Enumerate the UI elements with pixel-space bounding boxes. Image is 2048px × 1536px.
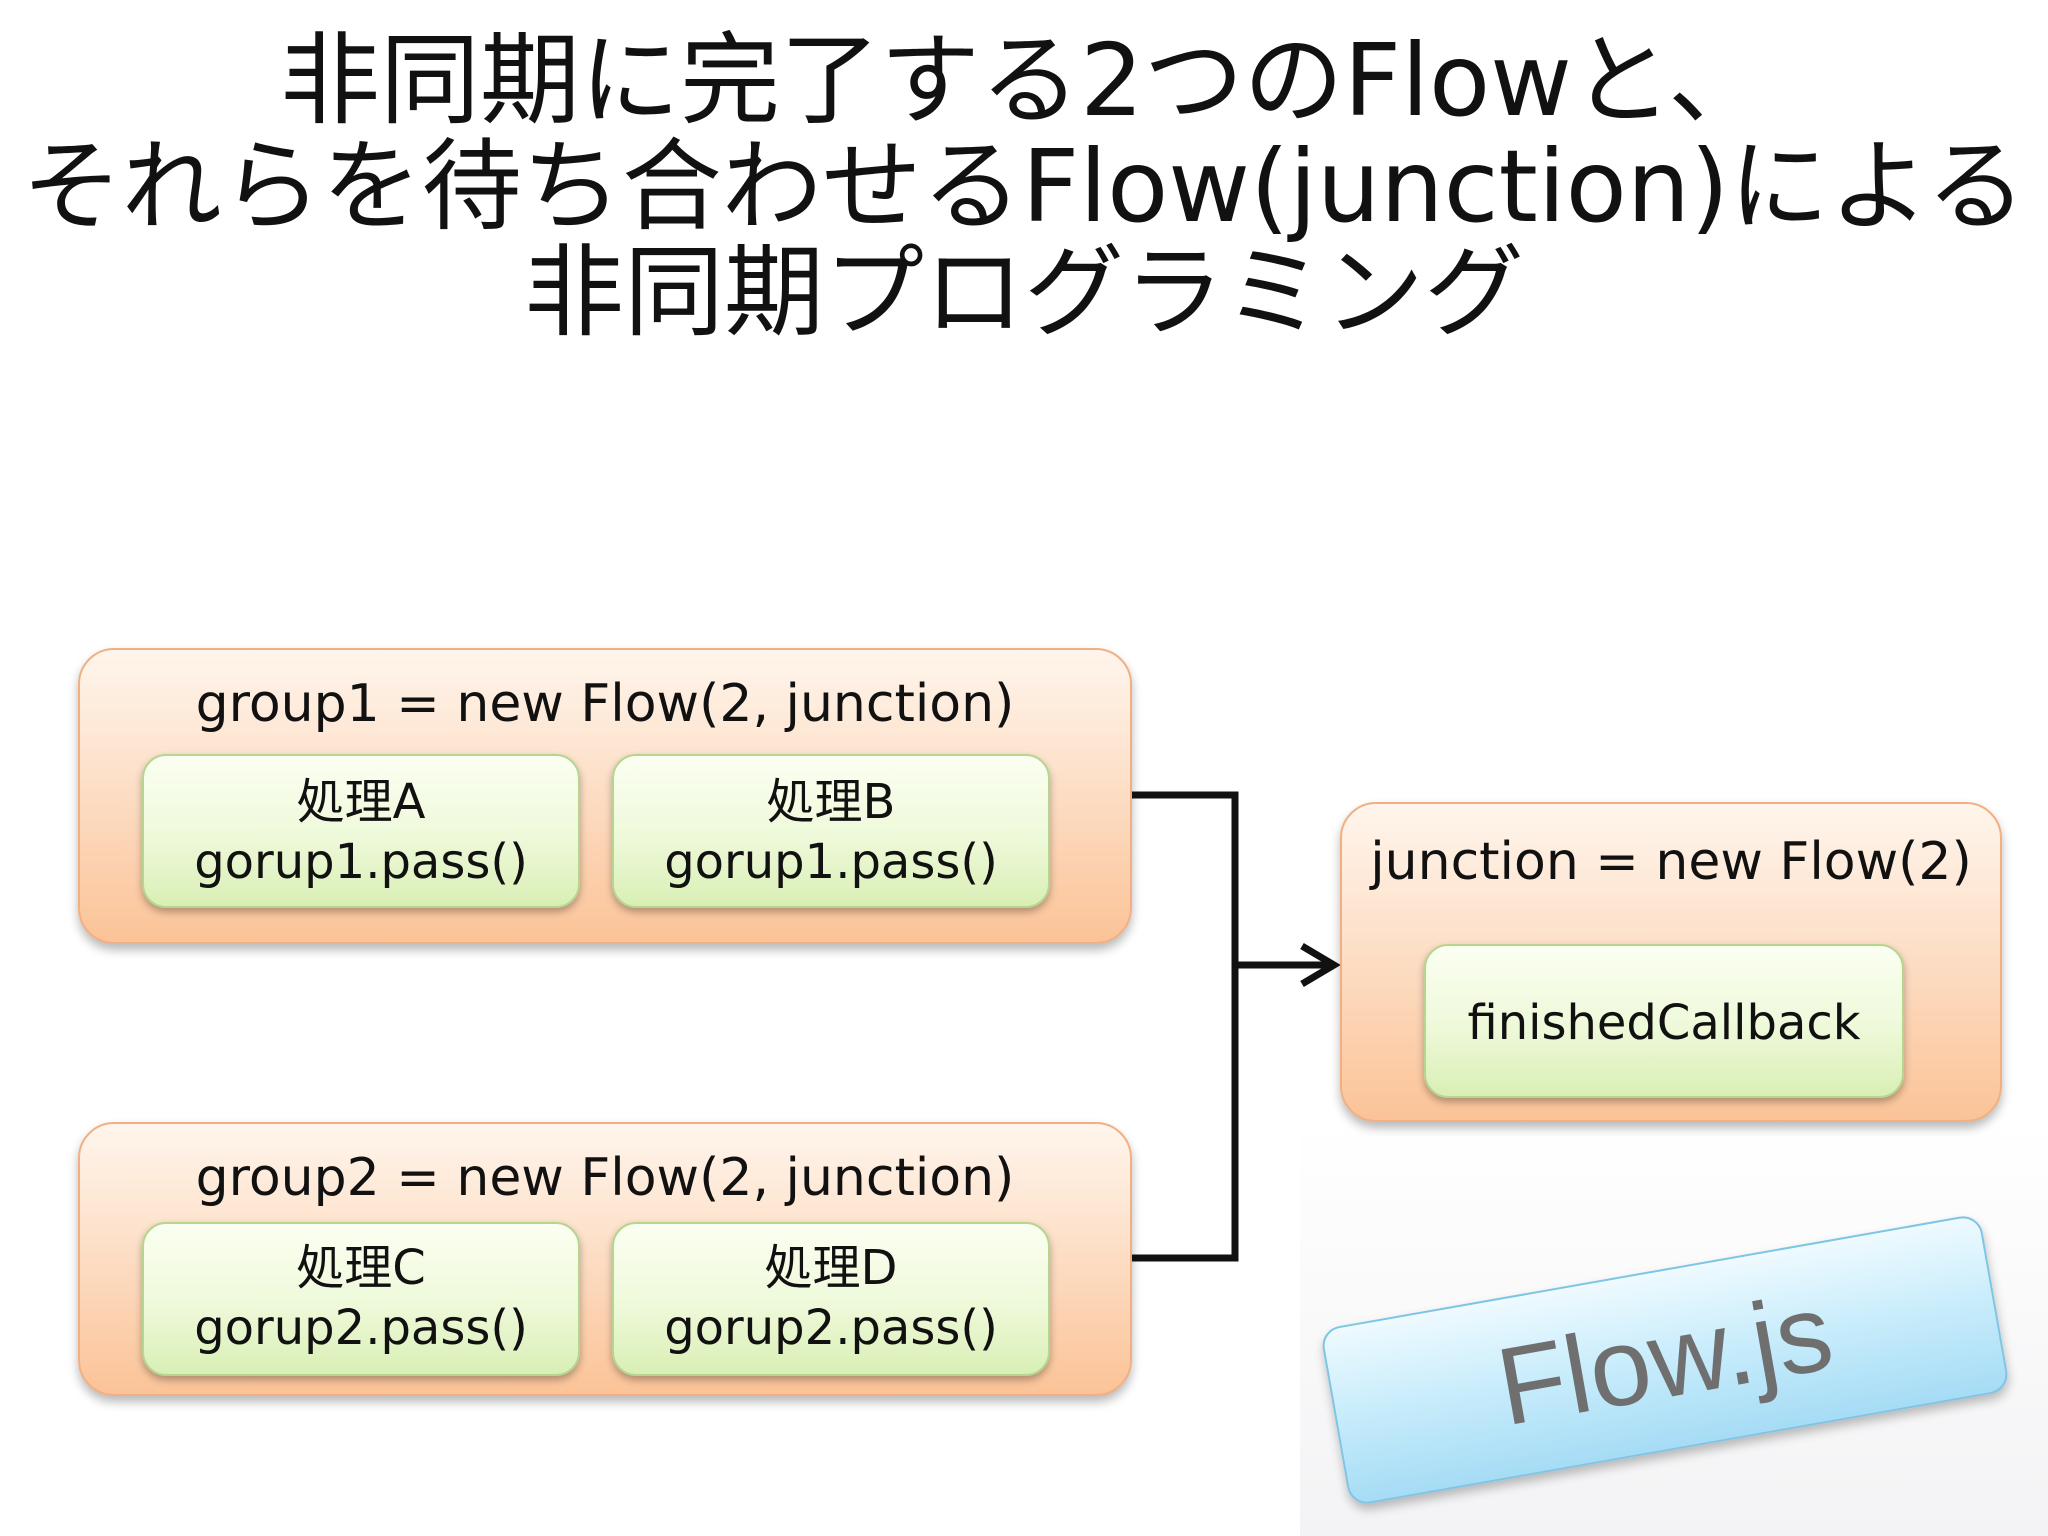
slide-title: 非同期に完了する2つのFlowと、 それらを待ち合わせるFlow(junctio… xyxy=(0,28,2048,346)
group1-label: group1 = new Flow(2, junction) xyxy=(195,674,1015,734)
title-line-3: 非同期プログラミング xyxy=(524,234,1524,351)
task-b-call: gorup1.pass() xyxy=(664,834,998,890)
group2-box: group2 = new Flow(2, junction) 処理C gorup… xyxy=(78,1122,1132,1396)
group2-label: group2 = new Flow(2, junction) xyxy=(195,1148,1015,1208)
arrow-head-icon xyxy=(1300,942,1341,988)
group1-connector xyxy=(1132,791,1239,1262)
task-a-call: gorup1.pass() xyxy=(194,834,528,890)
flowjs-label: Flow.js xyxy=(1488,1269,1842,1450)
task-d-call: gorup2.pass() xyxy=(664,1300,998,1356)
title-line-1: 非同期に完了する2つのFlowと、 xyxy=(280,22,1768,139)
task-c-box: 処理C gorup2.pass() xyxy=(142,1222,580,1376)
task-d-box: 処理D gorup2.pass() xyxy=(612,1222,1050,1376)
task-c-call: gorup2.pass() xyxy=(194,1300,528,1356)
title-line-2: それらを待ち合わせるFlow(junction)による xyxy=(21,128,2027,245)
finished-callback-label: finishedCallback xyxy=(1467,995,1861,1051)
task-c-name: 処理C xyxy=(296,1240,426,1296)
task-b-name: 処理B xyxy=(766,774,896,830)
task-a-box: 処理A gorup1.pass() xyxy=(142,754,580,908)
task-a-name: 処理A xyxy=(296,774,426,830)
task-b-box: 処理B gorup1.pass() xyxy=(612,754,1050,908)
junction-label: junction = new Flow(2) xyxy=(1370,832,1972,892)
task-d-name: 処理D xyxy=(764,1240,898,1296)
finished-callback-box: finishedCallback xyxy=(1424,944,1904,1098)
junction-box: junction = new Flow(2) finishedCallback xyxy=(1340,802,2002,1122)
group1-box: group1 = new Flow(2, junction) 処理A gorup… xyxy=(78,648,1132,944)
